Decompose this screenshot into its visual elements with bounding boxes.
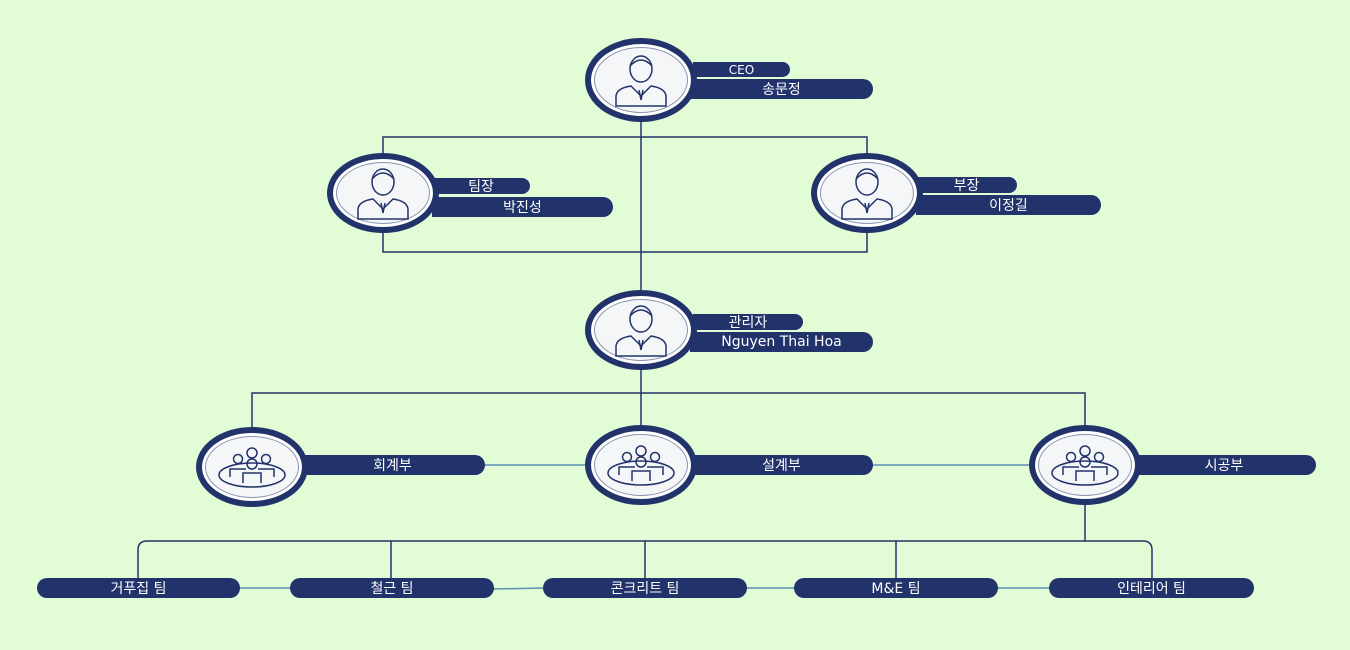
team-concrete[interactable]: 콘크리트 팀 <box>543 578 747 598</box>
admin-avatar <box>585 290 697 370</box>
group-icon <box>607 445 675 486</box>
dept-construction-avatar <box>1029 425 1141 505</box>
dept-construction-label[interactable]: 시공부 <box>1132 455 1316 475</box>
team-formwork[interactable]: 거푸집 팀 <box>37 578 240 598</box>
team-leader-avatar <box>327 153 439 233</box>
person-icon <box>841 168 893 220</box>
team-mep[interactable]: M&E 팀 <box>794 578 998 598</box>
dept-accounting-avatar <box>196 427 308 507</box>
dept-design-avatar <box>585 425 697 505</box>
group-icon <box>218 447 286 488</box>
person-icon <box>615 55 667 107</box>
admin-role-label: 관리자 <box>693 314 803 331</box>
ceo-role-label: CEO <box>693 62 790 77</box>
team-interior[interactable]: 인테리어 팀 <box>1049 578 1254 598</box>
manager-role-label: 부장 <box>916 177 1017 194</box>
admin-name-label: Nguyen Thai Hoa <box>690 332 873 352</box>
person-icon <box>615 305 667 357</box>
ceo-avatar <box>585 38 697 122</box>
team-leader-name-label: 박진성 <box>432 197 613 217</box>
dept-design-label[interactable]: 설계부 <box>690 455 873 475</box>
ceo-name-label: 송문정 <box>690 79 873 99</box>
team-leader-role-label: 팀장 <box>432 178 530 195</box>
dept-accounting-label[interactable]: 회계부 <box>300 455 485 475</box>
group-icon <box>1051 445 1119 486</box>
team-rebar[interactable]: 철근 팀 <box>290 578 494 598</box>
manager-name-label: 이정길 <box>916 195 1101 215</box>
person-icon <box>357 168 409 220</box>
manager-avatar <box>811 153 923 233</box>
